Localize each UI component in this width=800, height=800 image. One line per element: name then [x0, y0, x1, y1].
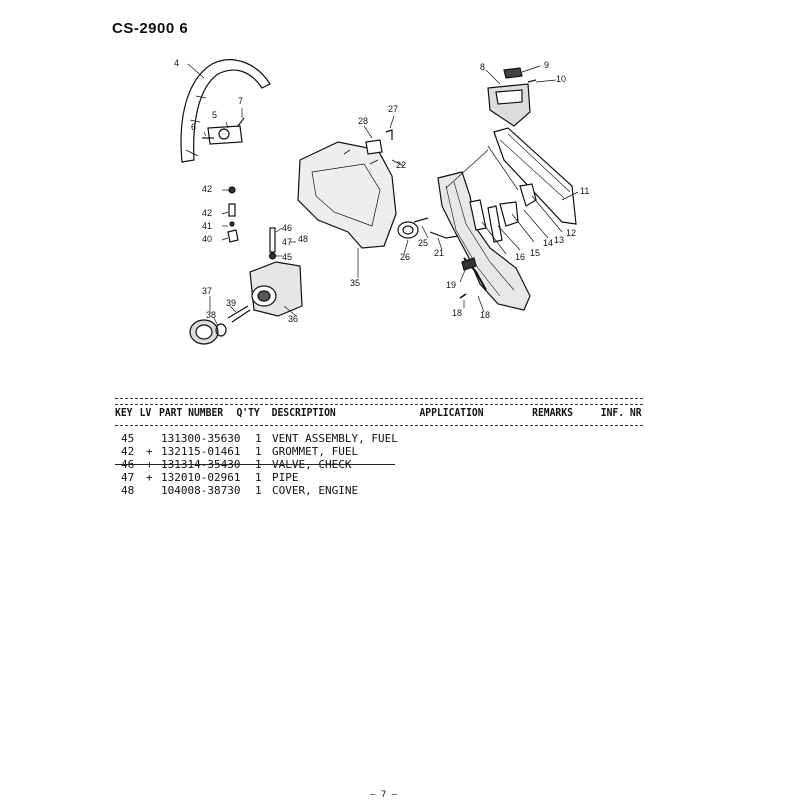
callout-label: 42 — [202, 208, 212, 218]
cell-key: 48 — [121, 484, 135, 497]
callout-label: 38 — [206, 310, 216, 320]
page-title: CS-2900 6 — [112, 20, 189, 37]
callout-label: 6 — [191, 122, 196, 132]
callout-label: 25 — [418, 238, 428, 248]
bracket-part-27 — [207, 125, 243, 145]
header-lv: LV — [139, 406, 152, 419]
callout-label: 19 — [446, 280, 456, 290]
callout-label: 22 — [396, 160, 406, 170]
callout-label: 18 — [480, 310, 490, 320]
exploded-parts-diagram: 4 5 6 7 8 9 10 11 12 13 14 15 16 18 18 1… — [174, 58, 589, 345]
divider — [115, 425, 643, 426]
callout-label: 36 — [288, 314, 298, 324]
header-remarks: REMARKS — [532, 406, 573, 419]
cell-key: 42 — [121, 445, 135, 458]
callout-label: 21 — [434, 248, 444, 258]
engine-cover-part-48 — [297, 141, 397, 249]
top-cover-part-6 — [487, 83, 531, 127]
parts-table: KEY LV PART NUMBER Q'TY DESCRIPTION APPL… — [115, 404, 645, 497]
callout-label: 45 — [282, 252, 292, 262]
callout-label: 48 — [298, 234, 308, 244]
divider — [115, 398, 643, 399]
header-application: APPLICATION — [419, 406, 484, 419]
callout-label: 7 — [238, 96, 243, 106]
callout-label: 47 — [282, 237, 292, 247]
callout-label: 14 — [543, 238, 553, 248]
callout-label: 8 — [480, 62, 485, 72]
callout-label: 15 — [530, 248, 540, 258]
callout-label: 26 — [400, 252, 410, 262]
callout-label: 40 — [202, 234, 212, 244]
callout-label: 12 — [566, 228, 576, 238]
callout-label: 41 — [202, 221, 212, 231]
callout-label: 27 — [388, 104, 398, 114]
header-qty: Q'TY — [236, 406, 260, 419]
cell-description: PIPE — [272, 471, 299, 484]
cell-lv: + — [146, 445, 153, 458]
header-part-number: PART NUMBER — [159, 406, 224, 419]
callout-label: 16 — [515, 252, 525, 262]
strikethrough-line — [115, 464, 395, 465]
cell-part-number: 132115-01461 — [161, 445, 241, 458]
cell-part-number: 131300-35630 — [161, 432, 241, 445]
cell-description: COVER, ENGINE — [272, 484, 359, 497]
cell-key: 45 — [121, 432, 135, 445]
front-handle-part — [180, 59, 271, 163]
callout-label: 35 — [350, 278, 360, 288]
header-description: DESCRIPTION — [271, 406, 336, 419]
header-key: KEY — [115, 406, 133, 419]
callout-label: 5 — [212, 110, 217, 120]
cell-part-number: 104008-38730 — [161, 484, 241, 497]
cell-qty: 1 — [255, 445, 262, 458]
callout-label: 42 — [202, 184, 212, 194]
callout-label: 9 — [544, 60, 549, 70]
cell-key: 47 — [121, 471, 135, 484]
callout-label: 10 — [556, 74, 566, 84]
cell-lv: + — [146, 471, 153, 484]
page-number: – 7 – — [370, 790, 398, 800]
table-header: KEY LV PART NUMBER Q'TY DESCRIPTION APPL… — [115, 404, 642, 422]
callout-label: 4 — [174, 58, 179, 68]
callout-label: 28 — [358, 116, 368, 126]
divider — [115, 404, 643, 405]
cell-qty: 1 — [255, 471, 262, 484]
cell-description: GROMMET, FUEL — [272, 445, 359, 458]
callout-label: 39 — [226, 298, 236, 308]
callout-label: 13 — [554, 235, 564, 245]
callout-label: 46 — [282, 223, 292, 233]
callout-label: 37 — [202, 286, 212, 296]
callout-label: 11 — [580, 186, 589, 196]
cell-qty: 1 — [255, 484, 262, 497]
chain-cover-part-7 — [493, 127, 577, 225]
cell-qty: 1 — [255, 432, 262, 445]
header-inf-nr: INF. NR — [600, 406, 642, 419]
cell-description: VENT ASSEMBLY, FUEL — [272, 432, 398, 445]
callout-label: 18 — [452, 308, 462, 318]
cell-part-number: 132010-02961 — [161, 471, 241, 484]
